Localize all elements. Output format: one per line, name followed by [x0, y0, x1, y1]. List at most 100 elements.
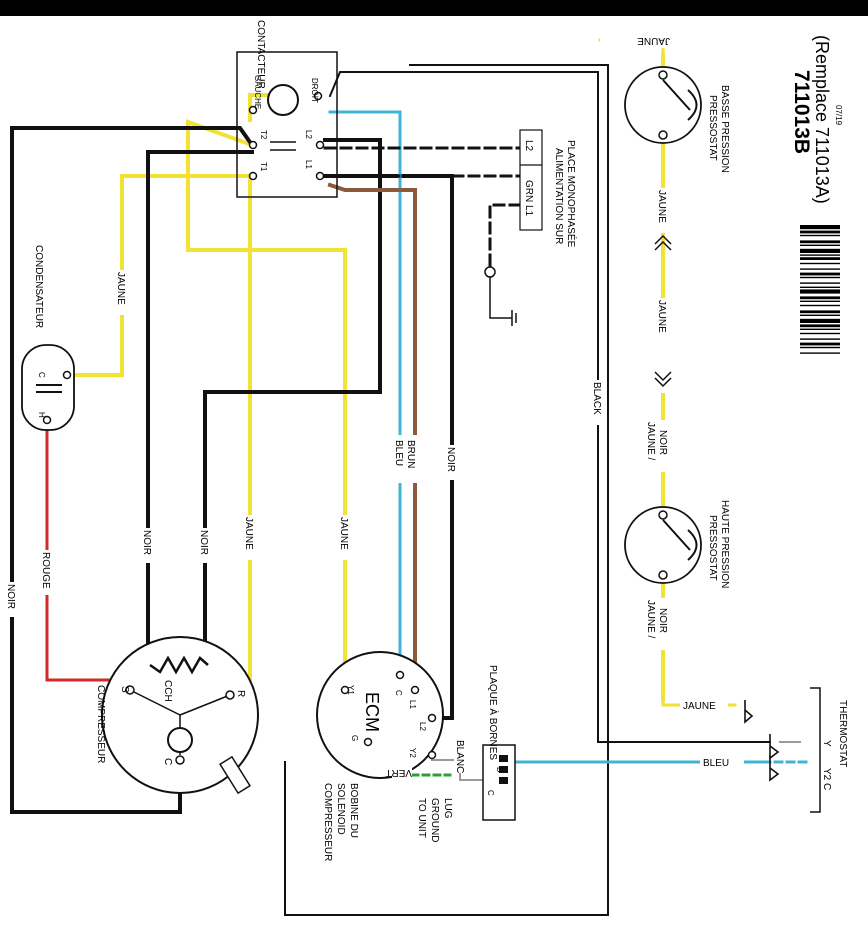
- barcode-bar: [800, 248, 840, 253]
- label-ecm-c: C: [394, 690, 403, 696]
- label-comp-s: S: [119, 686, 130, 693]
- misc-labels: COMPRESSEUR SOLENOID BOBINE DU TO UNIT G…: [322, 783, 453, 861]
- label-supply-2: PLACE MONOPHASÉE: [565, 140, 578, 248]
- label-t2: T2: [259, 130, 268, 140]
- label-compressor: COMPRESSEUR: [95, 685, 106, 763]
- barcode-bar: [800, 346, 840, 349]
- barcode-bar: [800, 257, 840, 260]
- power-supply: L2 GRN L1 ALIMENTATION SUR PLACE MONOPHA…: [484, 129, 578, 326]
- barcode-bar: [800, 262, 840, 265]
- red-wire: [45, 418, 110, 682]
- wire-label-jaune-noir-1b: NOIR: [657, 430, 668, 455]
- thermostat: THERMOSTAT Y Y2 C: [744, 687, 848, 813]
- barcode-bar: [800, 230, 840, 234]
- barcode-bar: [800, 296, 840, 300]
- barcode-bar: [800, 328, 840, 330]
- label-low-pressure-1: PRESSOSTAT: [707, 95, 718, 161]
- barcode-bar: [800, 338, 840, 340]
- label-supply-1: ALIMENTATION SUR: [553, 148, 564, 244]
- ecm-motor: ECM Y1 C L1 L2 Y2 G: [316, 651, 444, 779]
- supply-dashed-wires: [323, 146, 522, 272]
- label-ecm-y2: Y2: [408, 748, 417, 758]
- capacitor: C H CONDENSATEUR: [21, 245, 75, 431]
- wire-label-jaune-noir-1a: JAUNE /: [645, 422, 656, 461]
- label-term-c: C: [486, 790, 495, 796]
- wire-label-rouge: ROUGE: [40, 552, 51, 589]
- barcode-bar: [800, 314, 840, 316]
- label-ground-3: LUG: [442, 798, 453, 819]
- barcode-bar: [800, 272, 840, 276]
- connector-chevrons: [654, 234, 672, 388]
- label-cap-c: C: [37, 372, 46, 378]
- barcode-bar: [800, 304, 840, 307]
- wire-label-jaune-noir-2b: NOIR: [657, 608, 668, 633]
- wire-label-jaune-top: JAUNE: [637, 35, 670, 46]
- label-ecm-y1: Y1: [346, 685, 355, 695]
- wire-label-noir-2: NOIR: [141, 530, 152, 555]
- label-comp-r: R: [235, 690, 246, 697]
- contactor: CONTACTEUR GAUCHE DROIT T2 T1 L2 L1: [236, 20, 338, 198]
- barcode-bar: [800, 342, 840, 346]
- label-ground-2: GROUND: [429, 798, 440, 842]
- terminal-block: C D PLAQUE À BORNES: [482, 665, 516, 821]
- barcode-bar: [800, 276, 840, 279]
- label-t1: T1: [259, 162, 268, 172]
- barcode-bar: [800, 289, 840, 294]
- barcode-bar: [800, 310, 840, 314]
- label-supply-l2: L2: [523, 140, 534, 152]
- wire-label-bleu-2: BLEU: [703, 758, 729, 769]
- label-supply-l1: GRN L1: [523, 180, 534, 217]
- wire-label-jaune-5: JAUNE: [656, 300, 667, 333]
- wire-label-jaune-3: JAUNE: [338, 517, 349, 550]
- wire-label-brun: BRUN: [405, 440, 416, 468]
- barcode-bar: [800, 282, 840, 284]
- label-high-pressure-1: PRESSOSTAT: [707, 515, 718, 581]
- label-thermostat: THERMOSTAT: [837, 700, 848, 767]
- barcode-bar: [800, 234, 840, 237]
- barcode: [800, 225, 840, 354]
- label-high-pressure-2: HAUTE PRESSION: [719, 500, 730, 588]
- wire-label-noir-1: NOIR: [5, 584, 16, 609]
- wire-label-black: BLACK: [591, 382, 602, 415]
- label-cap-h: H: [37, 412, 46, 418]
- barcode-bar: [800, 318, 840, 323]
- title-block: 711013B (Remplace 711013A) 07/19: [790, 35, 843, 354]
- wire-label-jaune-4: JAUNE: [656, 190, 667, 223]
- barcode-bar: [800, 286, 840, 288]
- wire-label-jaune-2: JAUNE: [243, 517, 254, 550]
- wire-label-vert: VERT: [386, 767, 413, 778]
- barcode-bar: [800, 268, 840, 270]
- label-th-y: Y: [821, 740, 832, 747]
- low-pressure-switch: PRESSOSTAT BASSE PRESSION: [624, 66, 730, 173]
- wire-labels: JAUNE NOIR ROUGE NOIR NOIR JAUNE JAUNE B…: [5, 32, 744, 782]
- label-solenoid-3: BOBINE DU: [348, 783, 359, 838]
- label-gauche: GAUCHE: [253, 75, 262, 109]
- barcode-bar: [800, 332, 840, 335]
- label-contactor: CONTACTEUR: [255, 20, 266, 89]
- wire-label-blanc: BLANC: [454, 740, 465, 773]
- label-terminal: PLAQUE À BORNES: [487, 665, 500, 760]
- wire-label-jaune-noir-2a: JAUNE /: [645, 600, 656, 639]
- label-comp-c: C: [162, 758, 173, 765]
- label-ecm: ECM: [362, 692, 382, 732]
- barcode-bar: [800, 244, 840, 246]
- barcode-bar: [800, 352, 840, 354]
- doc-code: 711013B: [790, 70, 813, 154]
- top-border: [0, 0, 868, 16]
- label-th-y2c: Y2 C: [821, 768, 832, 790]
- label-ecm-l2: L2: [418, 722, 427, 731]
- label-solenoid-2: SOLENOID: [335, 783, 346, 835]
- barcode-bar: [800, 254, 840, 256]
- label-low-pressure-2: BASSE PRESSION: [719, 85, 730, 173]
- barcode-bar: [800, 240, 840, 244]
- label-ecm-g: G: [350, 735, 359, 741]
- wire-label-bleu: BLEU: [393, 440, 404, 466]
- label-l1: L1: [304, 160, 313, 169]
- doc-date: 07/19: [834, 105, 843, 126]
- barcode-bar: [800, 324, 840, 328]
- doc-replaces: (Remplace 711013A): [812, 35, 832, 204]
- barcode-bar: [800, 225, 840, 230]
- label-ecm-l1: L1: [408, 700, 417, 709]
- high-pressure-switch: PRESSOSTAT HAUTE PRESSION: [624, 500, 730, 588]
